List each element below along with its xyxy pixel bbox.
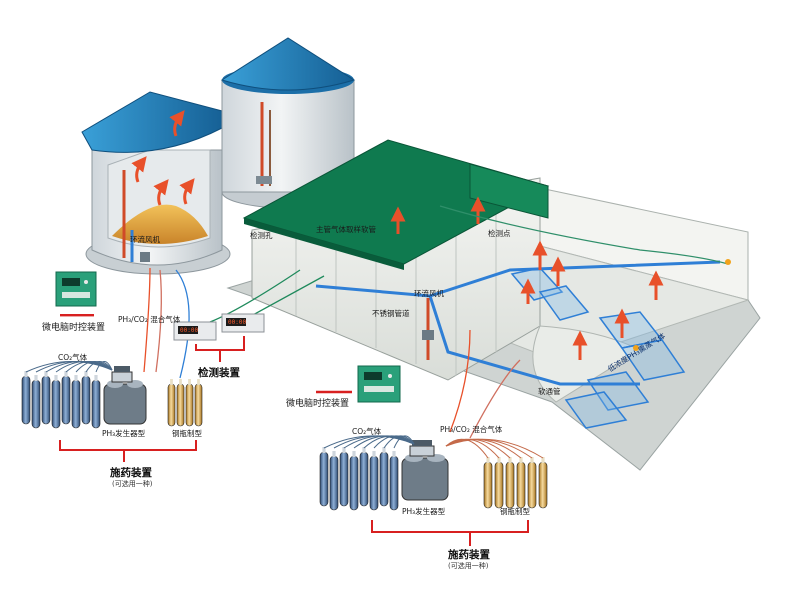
gas-cylinder-icon [319,447,329,507]
label-dosing-right: 施药装置 [448,548,490,561]
label-dosing-left: 施药装置 [110,466,152,479]
gas-cylinder-icon [31,375,41,429]
gas-cylinder-icon [61,371,71,425]
gas-cylinder-icon [329,451,339,511]
gas-hose [65,361,113,373]
gas-cylinder-icon [379,447,389,507]
gas-cylinder-icon [483,457,493,509]
label-timer-right: 微电脑时控装置 [286,397,349,409]
gas-hose [373,435,415,449]
gas-cylinder-icon [81,371,91,425]
left-silo-roof [81,91,227,153]
label-generator-left: PH₃发生器型 [102,428,146,438]
svg-text:00:00: 00:00 [180,327,198,334]
gas-cylinder-icon [21,371,31,425]
red-bracket [60,314,94,317]
dosing-group-left [21,366,203,462]
stainless-pipe [315,260,721,386]
left-silo [81,91,231,275]
gas-cylinder-icon [185,379,194,427]
gas-cylinder-icon [51,375,61,429]
timer-control-right [316,365,401,403]
gas-cylinder-icon [369,451,379,511]
label-co2-left: CO₂气体 [58,352,88,362]
label-co2-right: CO₂气体 [352,426,382,436]
gas-cylinder-icon [538,457,548,509]
svg-text:00:00: 00:00 [228,319,246,326]
label-mix-left: PH₃/CO₂ 混合气体 [118,314,181,324]
label-generator-right: PH₃发生器型 [402,506,446,516]
label-gas-sampling-pipe: 主管气体取样软管 [316,224,376,234]
label-circulation-fan-house: 环流风机 [414,288,444,298]
gas-cylinder-icon [167,379,176,427]
gas-cylinder-icon [91,375,101,429]
dosing-group-right [319,440,548,546]
gas-cylinder-icon [349,451,359,511]
gas-cylinder-icon [516,457,526,509]
label-cylinder-left: 钢瓶制型 [172,428,202,438]
back-silo-roof [220,37,356,91]
label-mix-right: PH₃/CO₂ 混合气体 [440,424,503,434]
gas-hose [383,435,415,449]
gas-cylinder-icon [505,457,515,509]
left-silo-grain [112,204,208,244]
gas-cylinder-icon [41,371,51,425]
label-dosing-left-sub: (可选用一种) [112,479,153,488]
label-circulation-fan-silo: 环流风机 [130,234,160,244]
gas-hose [363,435,415,449]
fan-icon [140,252,150,262]
gas-cylinder-icon [339,447,349,507]
gas-cylinder-icon [389,451,399,511]
co2-cylinders-right [319,447,399,511]
label-soft-pipe: 软通管 [538,386,561,396]
gas-cylinder-icon [194,379,203,427]
gas-cylinder-icon [176,379,185,427]
ph3-generator-left [103,366,147,425]
label-cylinder-right: 钢瓶制型 [500,506,530,516]
gas-hose [353,435,415,449]
ph3-cylinders-right [483,457,548,509]
gas-hose [55,361,113,373]
detector-units: 00:00 00:00 [173,313,265,362]
warehouse [242,139,750,429]
gas-cylinder-icon [71,375,81,429]
gas-hose [75,361,113,373]
fan-icon [422,330,434,340]
gas-hose [445,438,544,459]
label-detection-hole: 检测孔 [250,230,273,240]
gas-hose [393,435,415,449]
gas-cylinder-icon [359,447,369,507]
label-timer-left: 微电脑时控装置 [42,321,105,333]
timer-control-left [55,271,97,317]
label-detection-point: 检测点 [488,228,511,238]
co2-cylinders-left [21,371,101,429]
label-detector: 检测装置 [198,366,240,379]
control-panel-icon: 00:00 [221,313,265,333]
gas-hose [95,361,113,373]
gas-cylinder-icon [527,457,537,509]
ph3-generator-right [401,440,449,501]
ph3-cylinders-left [167,379,203,427]
gas-hose [85,361,113,373]
gas-cylinder-icon [494,457,504,509]
label-dosing-right-sub: (可选用一种) [448,561,489,570]
label-stainless-pipe: 不锈钢管道 [372,308,410,318]
control-panel-icon: 00:00 [173,321,217,341]
